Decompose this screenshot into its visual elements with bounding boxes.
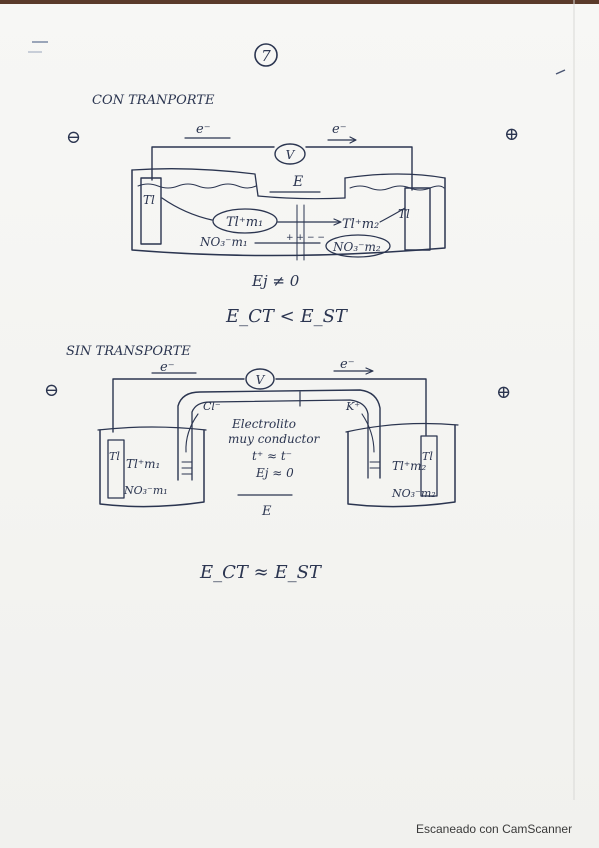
section2-electrolyte-line4: Ej ≈ 0: [255, 466, 294, 480]
salt-bridge-inner: [191, 399, 369, 481]
section1-electron-left: e⁻: [196, 122, 211, 137]
right-beaker: [347, 424, 456, 508]
section2-relation: E_CT ≈ E_ST: [199, 562, 323, 583]
page-number-circle: [254, 43, 278, 67]
arrow-head-icon: [333, 218, 342, 226]
section1-right-ion: Tl⁺m₂: [342, 217, 379, 232]
left-electrode: [107, 439, 125, 499]
ion-flow-arrow: [161, 197, 213, 221]
left-vessel-rim: [131, 168, 259, 197]
salt-bridge-outer: [177, 389, 381, 481]
right-electrode: [404, 187, 431, 251]
right-beaker-rim: [345, 422, 459, 433]
section1-field-label: E: [292, 174, 303, 190]
junction-charges: + +: [286, 233, 304, 243]
section1-right-anion: NO₃⁻m₂: [332, 240, 381, 254]
right-anion-bubble: [325, 234, 391, 258]
section2-right-anion: NO₃⁻m₂: [391, 487, 436, 500]
section2-electron-left: e⁻: [160, 360, 175, 375]
wire-left: [112, 378, 245, 433]
right-vessel-rim: [344, 173, 446, 179]
scan-mark: [555, 69, 566, 75]
section2-bridge-anion: Cl⁻: [203, 400, 221, 413]
section2-electrolyte-line1: Electrolito: [231, 417, 296, 431]
section2-right-electrode-label: Tl: [422, 450, 433, 463]
left-liquid-surface: [137, 183, 257, 189]
section2-minus-sign: ⊖: [44, 380, 59, 401]
cell-bridge-top: [257, 195, 346, 200]
section2-voltmeter-label: V: [256, 373, 266, 387]
left-beaker: [99, 429, 205, 508]
section1-voltmeter-label: V: [286, 148, 296, 162]
right-electrode: [420, 435, 438, 497]
ion-flow-arrow: [379, 207, 406, 223]
left-beaker-rim: [97, 426, 207, 431]
arrow-head-icon: [365, 367, 374, 375]
left-ion-bubble: [212, 208, 278, 234]
section2-electrolyte-line3: t⁺ ≈ t⁻: [252, 449, 292, 463]
section2-left-ion: Tl⁺m₁: [126, 457, 160, 471]
section2-left-anion: NO₃⁻m₁: [123, 484, 168, 497]
section1-electron-right: e⁻: [332, 122, 347, 137]
scan-edge: [0, 0, 599, 4]
section2-field-label: E: [261, 504, 272, 519]
page-number: 7: [261, 47, 271, 65]
section2-bridge-cation: K⁺: [345, 400, 360, 413]
junction-charges: − −: [307, 233, 325, 243]
left-electrode: [140, 177, 162, 245]
ion-flow-arrow: [185, 413, 199, 453]
ion-flow-arrow: [361, 413, 375, 453]
section1-plus-sign: ⊕: [504, 124, 519, 145]
wire-right: [275, 378, 427, 436]
voltmeter-icon: [245, 368, 275, 390]
section1-left-electrode-label: Tl: [143, 193, 155, 207]
section2-plus-sign: ⊕: [496, 382, 511, 403]
section2-left-electrode-label: Tl: [109, 450, 120, 463]
camscanner-watermark: Escaneado con CamScanner: [416, 822, 573, 836]
right-liquid-surface: [349, 185, 445, 191]
section1-title: CON TRANPORTE: [92, 93, 215, 108]
section1-left-ion: Tl⁺m₁: [226, 215, 263, 230]
section2-electron-right: e⁻: [340, 357, 355, 372]
section1-minus-sign: ⊖: [66, 127, 81, 148]
section1-left-anion: NO₃⁻m₁: [199, 235, 248, 249]
section1-junction-potential: Ej ≠ 0: [251, 272, 300, 290]
arrow-head-icon: [349, 136, 357, 144]
wire-right: [305, 146, 413, 191]
section1-relation: E_CT < E_ST: [225, 306, 349, 327]
frit-hatch: [181, 461, 193, 475]
section2-title: SIN TRANSPORTE: [66, 344, 191, 359]
section2-electrolyte-line2: muy conductor: [228, 432, 321, 446]
voltmeter-icon: [274, 143, 306, 165]
section2-right-ion: Tl⁺m₂: [392, 459, 427, 473]
frit-hatch: [369, 461, 381, 469]
